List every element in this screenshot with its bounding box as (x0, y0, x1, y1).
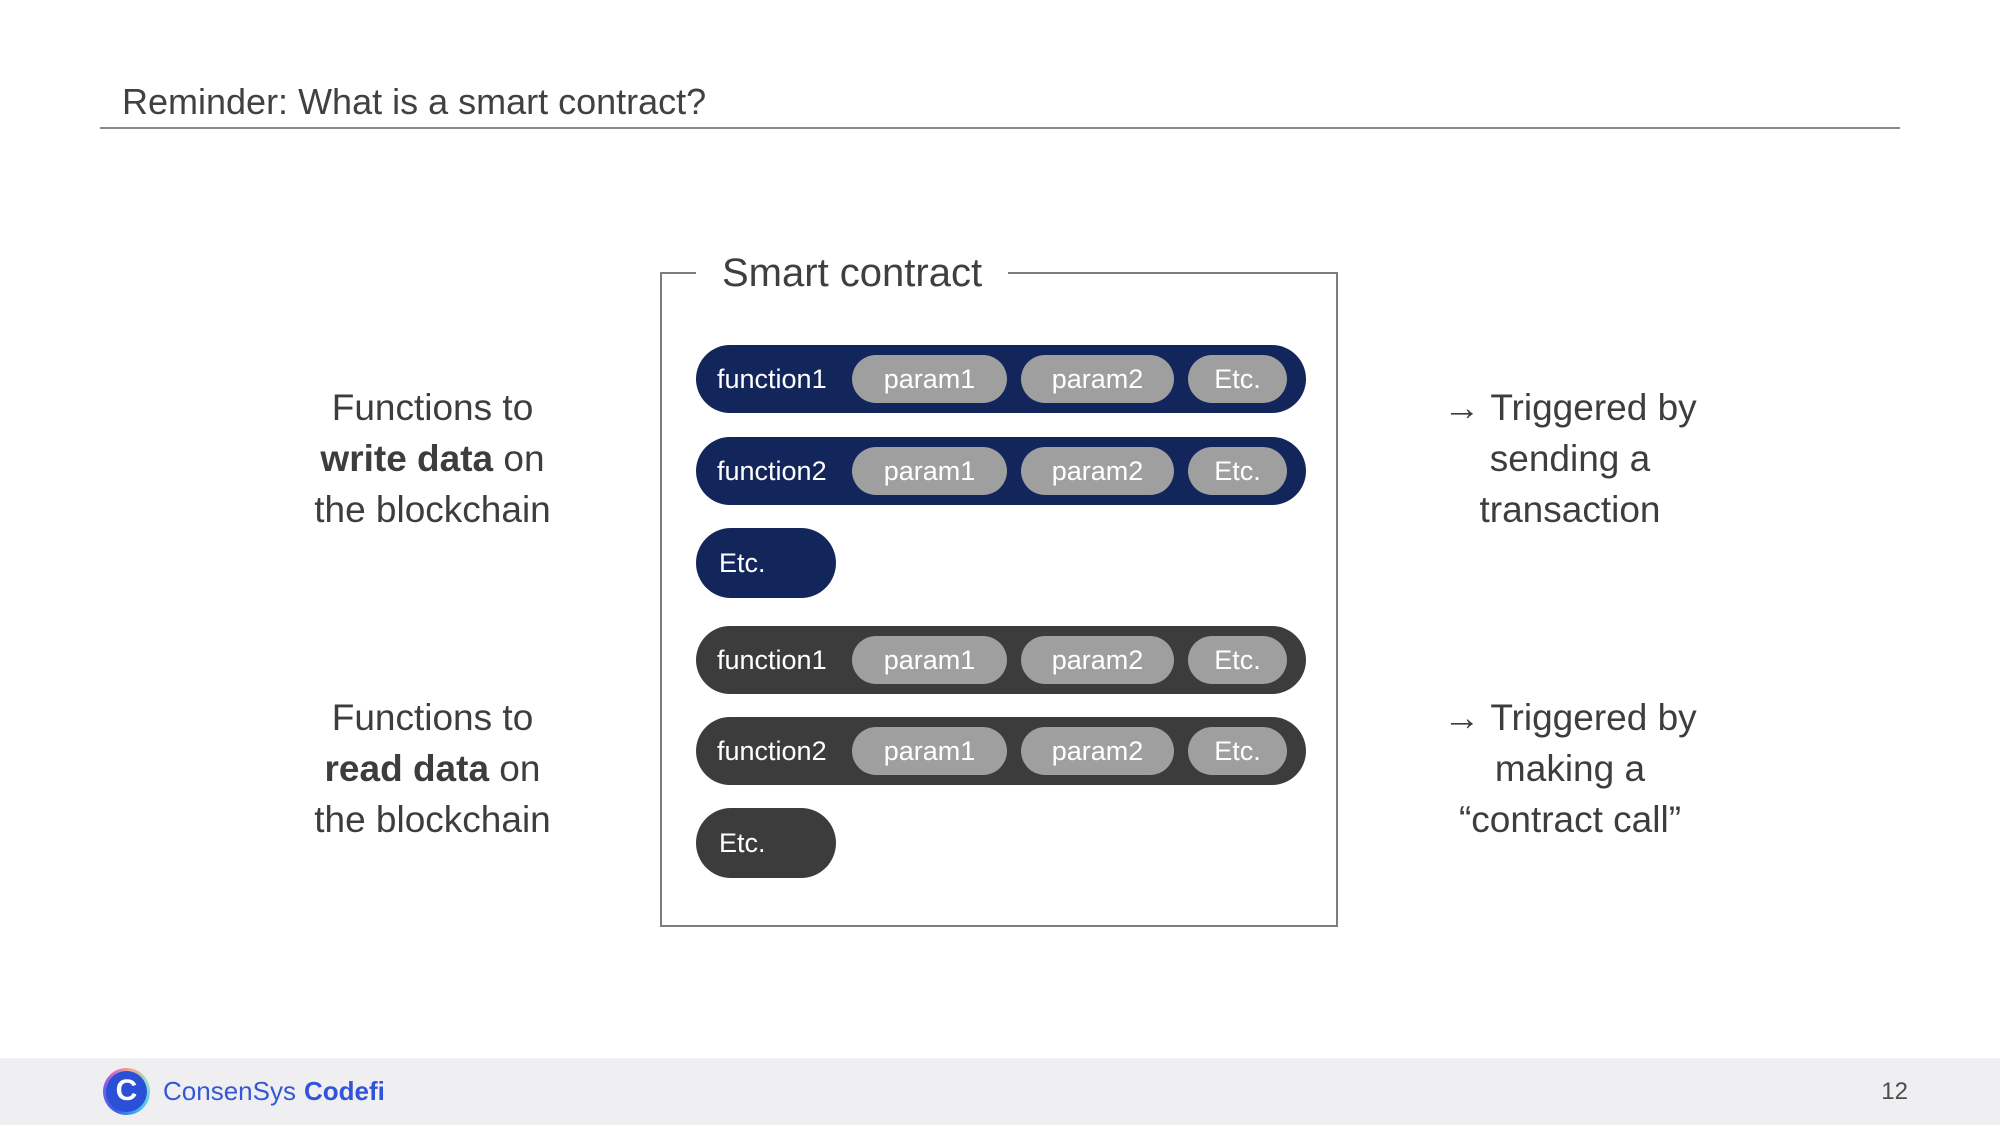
logo-letter: C (115, 1073, 138, 1107)
function-name: function1 (717, 363, 827, 394)
smart-contract-label: Smart contract (696, 247, 1009, 299)
read-etc-row: Etc. (696, 808, 836, 878)
write-function-row-2: function2 param1 param2 Etc. (696, 437, 1306, 505)
param-pill: param2 (1021, 636, 1174, 684)
function-name: function1 (717, 644, 827, 675)
param-pill: param2 (1021, 447, 1174, 495)
note-line: transaction (1479, 489, 1661, 530)
consensys-logo-icon: C (103, 1068, 150, 1115)
page-number: 12 (1881, 1077, 1908, 1105)
param-pill: Etc. (1188, 447, 1287, 495)
read-function-row-2: function2 param1 param2 Etc. (696, 717, 1306, 785)
note-triggered-transaction: →Triggered by sending a transaction (1415, 382, 1725, 535)
note-write-functions: Functions to write data on the blockchai… (285, 382, 580, 535)
param-pill: param1 (852, 355, 1007, 403)
note-line: Functions to (331, 697, 534, 738)
param-pill: param1 (852, 727, 1007, 775)
param-pill: Etc. (1188, 355, 1287, 403)
note-line: sending a (1489, 438, 1651, 479)
note-bold: write data (320, 438, 494, 479)
param-pill: param2 (1021, 727, 1174, 775)
title-divider (100, 127, 1900, 129)
note-line: the blockchain (314, 489, 551, 530)
write-function-row-1: function1 param1 param2 Etc. (696, 345, 1306, 413)
param-pill: Etc. (1188, 636, 1287, 684)
note-line: “contract call” (1458, 799, 1682, 840)
note-line: making a (1494, 748, 1646, 789)
param-pill: param1 (852, 636, 1007, 684)
note-line: Functions to (331, 387, 534, 428)
note-rest: on (489, 748, 541, 789)
write-etc-row: Etc. (696, 528, 836, 598)
param-pill: param1 (852, 447, 1007, 495)
footer-bar: C ConsenSys Codefi 12 (0, 1058, 2000, 1125)
note-read-functions: Functions to read data on the blockchain (285, 692, 580, 845)
brand-suffix: Codefi (303, 1076, 385, 1106)
right-arrow-icon: → (1443, 697, 1481, 738)
function-name: Etc. (719, 827, 766, 858)
note-line: Triggered by (1490, 387, 1697, 428)
brand-name: ConsenSys (163, 1076, 296, 1106)
param-pill: param2 (1021, 355, 1174, 403)
note-bold: read data (324, 748, 490, 789)
note-triggered-contract-call: →Triggered by making a “contract call” (1415, 692, 1725, 845)
function-name: Etc. (719, 547, 766, 578)
read-function-row-1: function1 param1 param2 Etc. (696, 626, 1306, 694)
right-arrow-icon: → (1443, 387, 1481, 428)
param-pill: Etc. (1188, 727, 1287, 775)
function-name: function2 (717, 455, 827, 486)
consensys-logo-inner: C (106, 1071, 147, 1112)
slide-title: Reminder: What is a smart contract? (122, 81, 707, 122)
footer-brand: C ConsenSys Codefi (103, 1068, 385, 1115)
note-rest: on (493, 438, 545, 479)
function-name: function2 (717, 735, 827, 766)
note-line: the blockchain (314, 799, 551, 840)
smart-contract-box: Smart contract function1 param1 param2 E… (660, 247, 1338, 927)
note-line: Triggered by (1490, 697, 1697, 738)
